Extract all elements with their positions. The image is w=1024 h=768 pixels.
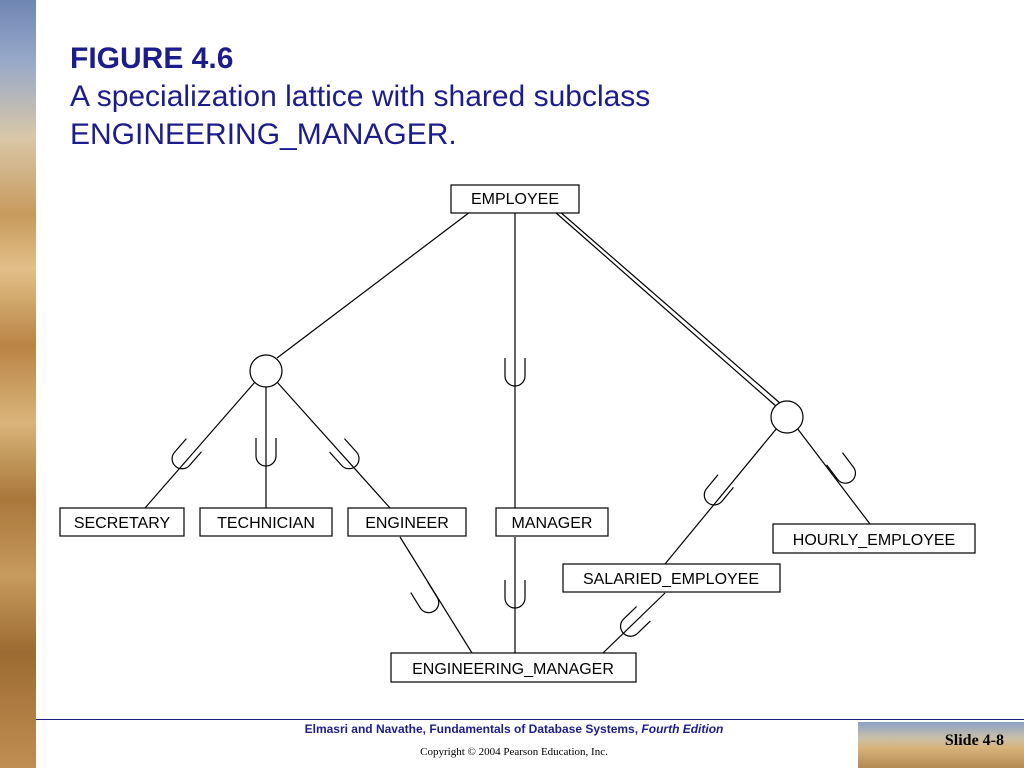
entity-label-technician: TECHNICIAN — [217, 515, 315, 532]
link-employee-to-right-circle-b — [558, 210, 782, 405]
link-right-circle-to-hourly — [796, 427, 871, 525]
title-block: FIGURE 4.6 A specialization lattice with… — [70, 40, 650, 154]
entity-box-engineer: ENGINEER — [347, 507, 467, 537]
slide-number-badge: Slide 4-8 — [858, 722, 1024, 768]
figure-title: FIGURE 4.6 — [70, 42, 234, 75]
figure-caption-line-1: A specialization lattice with shared sub… — [70, 80, 651, 113]
footer-book-reference: Elmasri and Navathe, Fundamentals of Dat… — [36, 722, 992, 736]
entity-label-hourly-employee: HOURLY_EMPLOYEE — [793, 532, 955, 549]
subset-symbol-engineering-manager-from-manager — [504, 580, 526, 609]
entity-label-engineer: ENGINEER — [365, 515, 449, 532]
subset-symbol-engineer — [329, 438, 360, 470]
footer-edition: Fourth Edition — [641, 722, 724, 736]
specialization-circle-employee-pay — [770, 400, 804, 434]
link-employee-to-right-circle-a — [554, 211, 778, 408]
entity-box-hourly-employee: HOURLY_EMPLOYEE — [772, 523, 976, 554]
subset-symbol-secretary — [171, 438, 202, 470]
entity-label-employee: EMPLOYEE — [471, 191, 559, 208]
specialization-circle-employee-job — [249, 354, 283, 388]
subset-symbol-salaried — [703, 474, 734, 506]
entity-box-engineering-manager: ENGINEERING_MANAGER — [390, 652, 637, 683]
entity-box-employee: EMPLOYEE — [450, 184, 580, 214]
subset-symbol-hourly — [826, 452, 856, 484]
entity-label-salaried-employee: SALARIED_EMPLOYEE — [583, 571, 759, 588]
subset-symbols — [171, 358, 856, 637]
entity-box-technician: TECHNICIAN — [199, 507, 333, 537]
subset-symbol-engineering-manager-from-engineer — [410, 581, 440, 614]
entity-box-salaried-employee: SALARIED_EMPLOYEE — [562, 563, 781, 593]
entity-box-manager: MANAGER — [495, 507, 609, 537]
link-employee-to-left-circle — [276, 211, 471, 359]
figure-caption-line-2: ENGINEERING_MANAGER. — [70, 118, 457, 151]
subset-symbol-engineering-manager-from-salaried — [619, 606, 651, 637]
entity-label-secretary: SECRETARY — [74, 515, 171, 532]
link-left-circle-to-secretary — [144, 381, 256, 509]
connection-lines — [144, 210, 871, 654]
footer-divider — [36, 719, 1024, 720]
entity-label-manager: MANAGER — [512, 515, 593, 532]
link-left-circle-to-engineer — [276, 381, 391, 509]
footer-book-title: Elmasri and Navathe, Fundamentals of Dat… — [304, 722, 642, 736]
entity-label-engineering-manager: ENGINEERING_MANAGER — [412, 661, 614, 678]
entity-box-secretary: SECRETARY — [59, 507, 185, 537]
subset-symbol-technician — [255, 438, 277, 467]
link-salaried-to-engineering-manager — [602, 592, 666, 654]
footer-copyright: Copyright © 2004 Pearson Education, Inc. — [420, 746, 608, 758]
slide-number: Slide 4-8 — [944, 732, 1004, 749]
subset-symbol-manager — [504, 358, 526, 387]
decorative-side-strip — [0, 0, 36, 768]
link-right-circle-to-salaried — [664, 427, 778, 565]
